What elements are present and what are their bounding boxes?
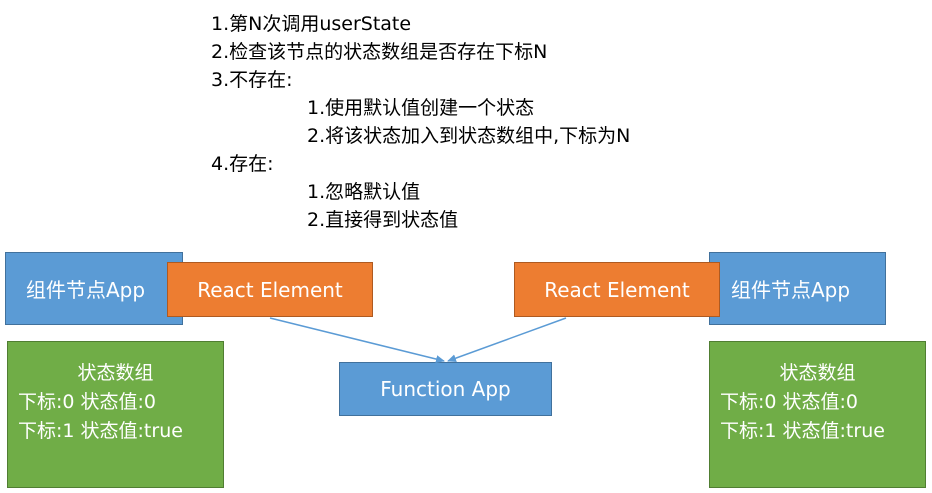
left-component-node: 组件节点App	[5, 252, 183, 325]
left-element-to-function-arrow	[269, 317, 445, 363]
right-react-element: React Element	[514, 262, 720, 317]
right-element-to-function-arrow	[447, 317, 567, 363]
step-2: 2.检查该节点的状态数组是否存在下标N	[211, 41, 548, 63]
function-app-label: Function App	[380, 377, 511, 401]
function-app-box: Function App	[339, 362, 552, 416]
right-react-element-label: React Element	[544, 277, 690, 302]
step-3-sub-2: 2.将该状态加入到状态数组中,下标为N	[307, 125, 631, 147]
step-4-sub-1: 1.忽略默认值	[307, 181, 421, 203]
step-3: 3.不存在:	[211, 69, 293, 91]
left-state-array-title: 状态数组	[77, 362, 154, 384]
right-component-node-label: 组件节点App	[731, 278, 851, 302]
right-state-row-1: 下标:1 状态值:true	[720, 420, 885, 442]
left-component-node-label: 组件节点App	[26, 278, 146, 302]
step-4-sub-2: 2.直接得到状态值	[307, 209, 459, 231]
step-3-sub-1: 1.使用默认值创建一个状态	[307, 97, 535, 119]
left-state-array: 状态数组 下标:0 状态值:0 下标:1 状态值:true	[7, 341, 224, 488]
left-state-row-1: 下标:1 状态值:true	[18, 420, 183, 442]
right-state-row-0: 下标:0 状态值:0	[720, 391, 859, 413]
right-component-node: 组件节点App	[709, 252, 886, 325]
left-react-element: React Element	[167, 262, 373, 317]
step-1: 1.第N次调用userState	[211, 13, 412, 35]
left-state-row-0: 下标:0 状态值:0	[18, 391, 157, 413]
right-state-array: 状态数组 下标:0 状态值:0 下标:1 状态值:true	[709, 341, 926, 488]
right-state-array-title: 状态数组	[779, 362, 856, 384]
step-4: 4.存在:	[211, 153, 274, 175]
steps-list: 1.第N次调用userState 2.检查该节点的状态数组是否存在下标N 3.不…	[211, 10, 630, 234]
left-react-element-label: React Element	[197, 277, 343, 302]
